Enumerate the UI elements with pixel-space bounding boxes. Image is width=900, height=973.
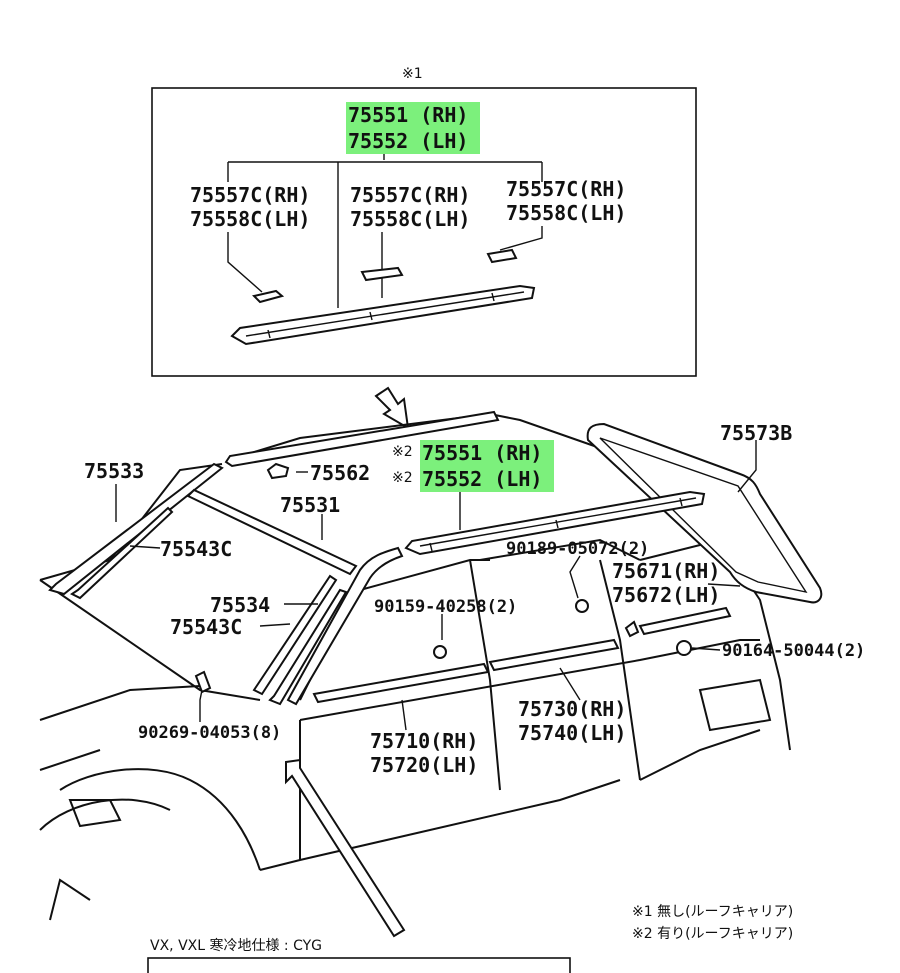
label-75543c-a[interactable]: 75543C	[160, 537, 232, 561]
roof-drip-molding	[224, 410, 500, 468]
inset-cover-mid-rh[interactable]: 75557C(RH)	[350, 183, 470, 207]
quarter-molding-75671	[638, 606, 732, 636]
windshield-molding-upper	[48, 462, 224, 596]
inset-lh-highlight	[346, 128, 480, 154]
label-75740[interactable]: 75740(LH)	[518, 721, 626, 745]
label-90269[interactable]: 90269-04053(8)	[138, 723, 281, 743]
fastener-clips	[194, 599, 692, 694]
legend-note-1: ※1 無し(ルーフキャリア)	[632, 904, 793, 920]
inset-frame	[151, 87, 697, 377]
bottom-section-frame	[147, 957, 571, 973]
main-rh-highlight	[420, 440, 554, 466]
inset-cover-left-lh[interactable]: 75558C(LH)	[190, 207, 310, 231]
pillar-molding-75534	[252, 574, 338, 696]
windshield-molding-side-a	[70, 506, 174, 600]
inset-cover-right-rh[interactable]: 75557C(RH)	[506, 177, 626, 201]
label-75573b[interactable]: 75573B	[720, 421, 792, 445]
inset-cover-parts	[252, 248, 518, 304]
roof-side-molding-75531	[186, 488, 358, 576]
large-pointer-arrow	[285, 758, 406, 938]
inset-rh-highlight	[346, 102, 480, 128]
main-mark-2a: ※2	[392, 444, 413, 460]
label-90164[interactable]: 90164-50044(2)	[722, 641, 865, 661]
inset-rail-rh-label[interactable]: 75551 (RH)	[348, 103, 468, 127]
front-pillar-molding	[286, 546, 404, 706]
inset-rail-lh-label[interactable]: 75552 (LH)	[348, 129, 468, 153]
main-roof-rail	[404, 490, 706, 556]
label-75533[interactable]: 75533	[84, 459, 144, 483]
label-75671[interactable]: 75671(RH)	[612, 559, 720, 583]
main-rail-lh-label[interactable]: 75552 (LH)	[422, 467, 542, 491]
inset-leaders	[227, 154, 543, 308]
label-75730[interactable]: 75730(RH)	[518, 697, 626, 721]
label-75531[interactable]: 75531	[280, 493, 340, 517]
rear-door-belt-molding	[488, 638, 620, 672]
label-75720[interactable]: 75720(LH)	[370, 753, 478, 777]
label-90189[interactable]: 90189-05072(2)	[506, 539, 649, 559]
label-75710[interactable]: 75710(RH)	[370, 729, 478, 753]
inset-cover-left-rh[interactable]: 75557C(RH)	[190, 183, 310, 207]
main-leaders	[115, 440, 757, 731]
inset-cover-mid-lh[interactable]: 75558C(LH)	[350, 207, 470, 231]
main-mark-2b: ※2	[392, 470, 413, 486]
front-door-belt-molding	[312, 662, 490, 704]
roof-clip-75562	[266, 462, 290, 480]
pillar-molding-75543c	[268, 588, 348, 706]
label-75672[interactable]: 75672(LH)	[612, 583, 720, 607]
label-75534[interactable]: 75534	[210, 593, 270, 617]
main-rail-rh-label[interactable]: 75551 (RH)	[422, 441, 542, 465]
inset-roof-rail-drawing	[230, 284, 536, 346]
inset-cover-right-lh[interactable]: 75558C(LH)	[506, 201, 626, 225]
inset-marker: ※1	[402, 66, 423, 82]
bottom-section-label: VX, VXL 寒冷地仕様 : CYG	[150, 937, 322, 954]
label-75543c-b[interactable]: 75543C	[170, 615, 242, 639]
back-door-seal	[586, 422, 823, 604]
legend-note-2: ※2 有り(ルーフキャリア)	[632, 926, 793, 942]
main-lh-highlight	[420, 466, 554, 492]
label-90159[interactable]: 90159-40258(2)	[374, 597, 517, 617]
label-75562[interactable]: 75562	[310, 461, 370, 485]
inset-pointer-arrow	[374, 386, 410, 430]
